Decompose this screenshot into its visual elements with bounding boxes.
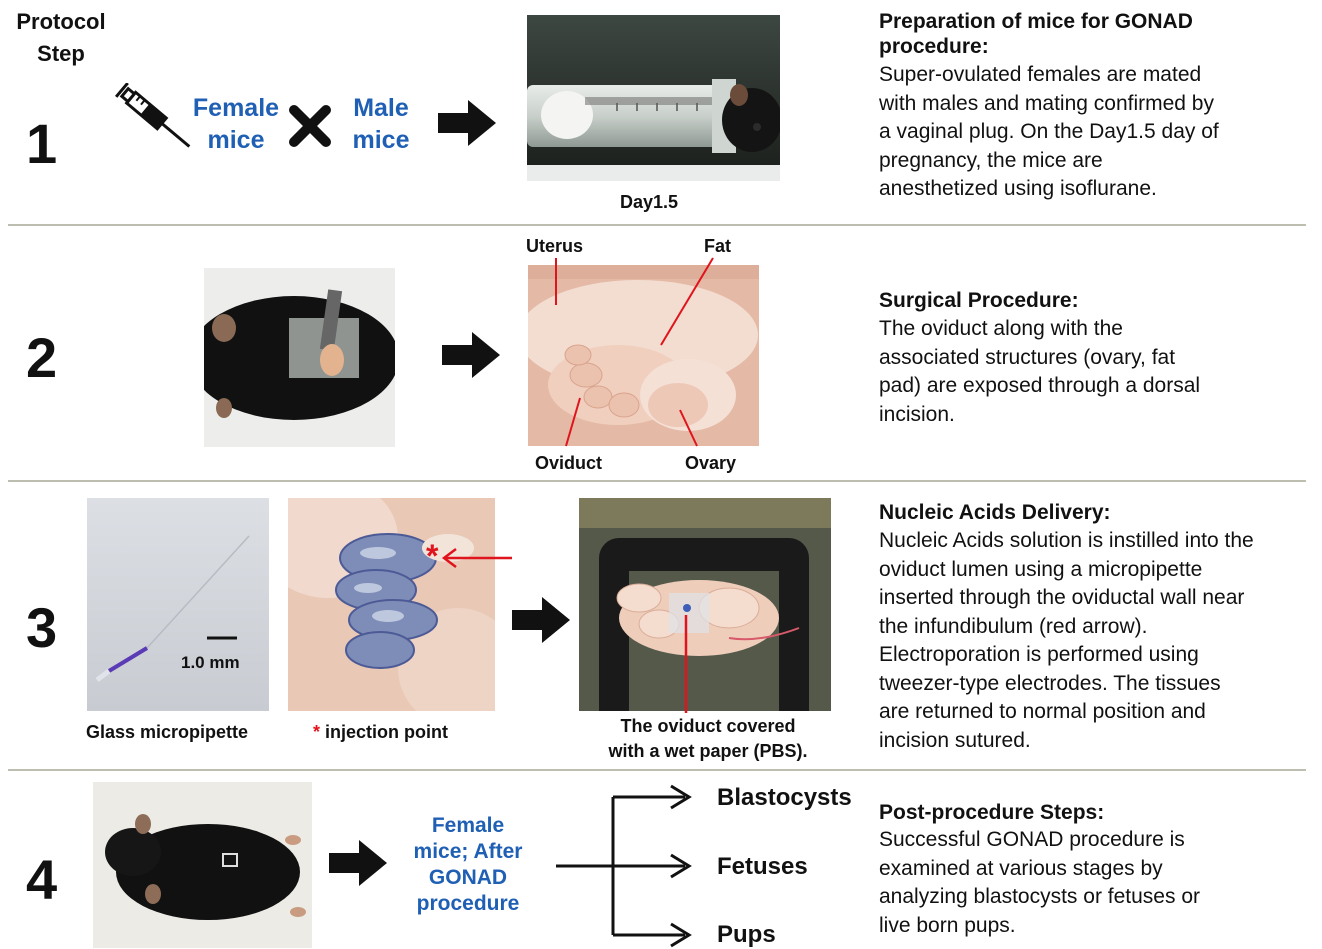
ovary-pointer-line (679, 409, 698, 447)
step3-title: Nucleic Acids Delivery: (879, 501, 1111, 524)
step2-description: Surgical Procedure: The oviduct along wi… (879, 288, 1309, 429)
oviduct-closeup-photo (528, 265, 759, 446)
divider-1 (8, 224, 1306, 226)
oviduct-paper-caption: The oviduct covered with a wet paper (PB… (608, 716, 808, 761)
header-line-protocol: Protocol (16, 9, 106, 34)
branch-pups: Pups (717, 921, 776, 948)
branch-fetuses: Fetuses (717, 853, 808, 880)
step1-body: Super-ovulated females are mated with ma… (879, 63, 1219, 200)
ovary-label: Ovary (685, 453, 737, 473)
fat-pointer-line (660, 257, 714, 346)
step3-description: Nucleic Acids Delivery: Nucleic Acids so… (879, 500, 1314, 755)
cross-icon (288, 104, 332, 148)
arrow-right-icon (670, 922, 692, 948)
step2-title: Surgical Procedure: (879, 289, 1079, 312)
step-number-2: 2 (26, 326, 58, 389)
step1-title: Preparation of mice for GONAD procedure: (879, 10, 1193, 58)
step4-body: Successful GONAD procedure is examined a… (879, 828, 1200, 937)
mouse-dorsal-photo (204, 268, 395, 447)
column-header: Protocol Step (0, 6, 122, 70)
arrow-right-icon (442, 332, 500, 378)
injection-pointer-arrow (441, 548, 512, 568)
male-mice-label: Male mice (352, 94, 410, 154)
arrow-right-icon (670, 853, 692, 879)
step-number-4: 4 (26, 848, 58, 911)
injection-caption-star: * (313, 722, 321, 742)
step4-description: Post-procedure Steps: Successful GONAD p… (879, 800, 1309, 940)
sutured-mouse-photo (93, 782, 312, 948)
scale-bar-label: 1.0 mm (181, 653, 240, 672)
day-caption: Day1.5 (620, 192, 679, 212)
step2-body: The oviduct along with the associated st… (879, 317, 1201, 426)
step-number-3: 3 (26, 596, 58, 659)
step-number-1: 1 (26, 112, 58, 175)
divider-2 (8, 480, 1306, 482)
step1-description: Preparation of mice for GONAD procedure:… (879, 9, 1309, 204)
divider-3 (8, 769, 1306, 771)
injection-caption-text: injection point (325, 722, 449, 742)
step3-body: Nucleic Acids solution is instilled into… (879, 529, 1254, 752)
female-mice-label: Female mice (192, 94, 280, 154)
arrow-right-icon (329, 840, 387, 886)
step4-title: Post-procedure Steps: (879, 801, 1105, 824)
uterus-label: Uterus (526, 236, 584, 256)
syringe-mouse-photo (527, 15, 780, 181)
female-after-gonad-label: Female mice; After GONAD procedure (413, 814, 523, 915)
oviduct-label: Oviduct (535, 453, 603, 473)
injection-star-marker: * (426, 538, 439, 574)
oviduct-pointer-line (565, 397, 581, 447)
arrow-right-icon (438, 100, 496, 146)
pipette-caption: Glass micropipette (86, 722, 249, 742)
header-line-step: Step (37, 41, 85, 66)
oviduct-pointer-line-3 (684, 615, 688, 713)
arrow-right-icon (670, 784, 692, 810)
branch-blastocysts: Blastocysts (717, 784, 852, 811)
glass-micropipette-photo (87, 498, 269, 711)
electroporation-photo (579, 498, 831, 711)
injection-caption: * injection point (313, 722, 448, 743)
arrow-right-icon (512, 597, 570, 643)
fat-label: Fat (704, 236, 731, 256)
injection-photo (288, 498, 495, 711)
syringe-icon (115, 82, 195, 155)
